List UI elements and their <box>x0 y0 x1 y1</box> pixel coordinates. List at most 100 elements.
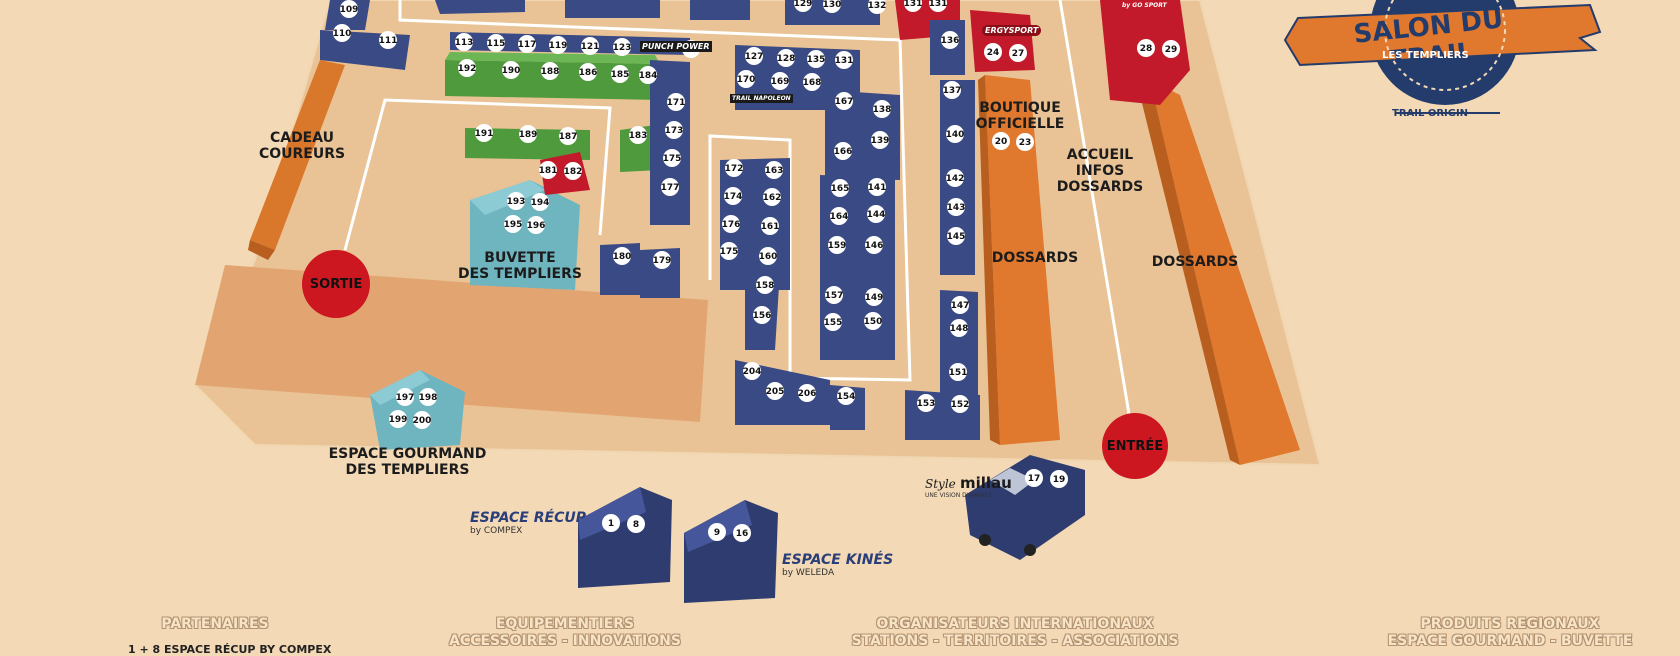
stand-number-182: 182 <box>564 167 583 177</box>
stand-number-158: 158 <box>756 281 775 291</box>
stand-number-187: 187 <box>559 132 578 142</box>
brand-punch-power: PUNCH POWER <box>640 41 712 52</box>
stand-number-117: 117 <box>518 40 537 50</box>
stand-number-162: 162 <box>763 193 782 203</box>
stand-marker-192 <box>458 59 476 77</box>
stand-marker-196 <box>527 216 545 234</box>
stand-marker-128 <box>777 49 795 67</box>
stand-number-17: 17 <box>1028 474 1041 484</box>
stand-marker-165 <box>831 179 849 197</box>
stand-number-199: 199 <box>389 415 408 425</box>
stand-marker-119 <box>549 36 567 54</box>
stand-number-139: 139 <box>871 136 890 146</box>
label-buvette-line2: DES TEMPLIERS <box>457 266 582 282</box>
dossards-building-2 <box>1150 80 1300 465</box>
stand-marker-175b <box>720 242 738 260</box>
logo-origin: TRAIL ORIGIN <box>1392 108 1469 119</box>
stand-number-176: 176 <box>722 220 741 230</box>
stand-marker-173 <box>665 121 683 139</box>
stand-marker-130 <box>823 0 841 13</box>
stand-number-184: 184 <box>639 71 658 81</box>
stand-marker-16 <box>733 524 751 542</box>
stand-number-185: 185 <box>611 70 630 80</box>
stand-number-130: 130 <box>823 0 842 10</box>
stand-number-24: 24 <box>987 48 1000 58</box>
stand-marker-143 <box>947 198 965 216</box>
brand-espace-kines: ESPACE KINÉS by WELEDA <box>782 552 893 578</box>
label-boutique: BOUTIQUE OFFICIELLE <box>970 100 1070 132</box>
label-cadeau-coureurs: CADEAU COUREURS <box>252 130 352 162</box>
stand-marker-24 <box>984 43 1002 61</box>
stand-number-148: 148 <box>950 324 969 334</box>
label-gourmand-line1: ESPACE GOURMAND <box>328 446 487 462</box>
stand-number-19: 19 <box>1053 475 1066 485</box>
stand-marker-8 <box>627 515 645 533</box>
stand-marker-166 <box>834 142 852 160</box>
label-boutique-line1: BOUTIQUE <box>979 100 1061 116</box>
stand-number-8: 8 <box>633 520 639 530</box>
logo-subtitle: LES TEMPLIERS <box>1382 50 1469 61</box>
stand-marker-117 <box>518 35 536 53</box>
stand-marker-150 <box>864 312 882 330</box>
brand-millau-sub: UNE VISION D'AVANCE <box>925 492 993 499</box>
stand-number-115: 115 <box>487 39 506 49</box>
stand-marker-200 <box>413 411 431 429</box>
stand-number-169: 169 <box>771 77 790 87</box>
stand-marker-197 <box>396 388 414 406</box>
stand-number-145: 145 <box>947 232 966 242</box>
stand-number-180: 180 <box>613 252 632 262</box>
label-accueil-line2: INFOS <box>1075 163 1125 179</box>
stand-number-157: 157 <box>825 291 844 301</box>
footer-equip-line2: ACCESSOIRES - INNOVATIONS <box>449 633 681 649</box>
stand-number-175b: 175 <box>720 247 739 257</box>
stand-marker-185 <box>611 65 629 83</box>
brand-recup-by: by COMPEX <box>470 526 523 536</box>
stand-number-192: 192 <box>458 64 477 74</box>
stand-number-174: 174 <box>724 192 743 202</box>
label-buvette-line1: BUVETTE <box>484 250 556 266</box>
stand-number-27: 27 <box>1012 49 1025 59</box>
stand-number-119: 119 <box>549 41 568 51</box>
stand-marker-144 <box>867 205 885 223</box>
stand-marker-111 <box>379 31 397 49</box>
stand-number-138: 138 <box>873 105 892 115</box>
stand-marker-19 <box>1050 470 1068 488</box>
stand-number-153: 153 <box>917 399 936 409</box>
stand-marker-204 <box>743 362 761 380</box>
stand-marker-149 <box>865 288 883 306</box>
brand-recup-title: ESPACE RÉCUP <box>470 510 586 526</box>
stand-marker-189 <box>519 125 537 143</box>
stand-marker-147 <box>951 296 969 314</box>
stand-number-146: 146 <box>865 241 884 251</box>
stand-number-113: 113 <box>455 38 474 48</box>
stand-marker-135 <box>807 50 825 68</box>
stand-marker-141 <box>868 178 886 196</box>
stand-marker-194 <box>531 193 549 211</box>
stand-marker-137 <box>943 81 961 99</box>
label-accueil-line3: DOSSARDS <box>1056 179 1144 195</box>
stand-marker-154 <box>837 387 855 405</box>
stand-marker-158 <box>756 276 774 294</box>
label-buvette: BUVETTE DES TEMPLIERS <box>450 250 590 282</box>
stand-marker-156 <box>753 306 771 324</box>
stand-number-177: 177 <box>661 183 680 193</box>
brand-trail-napoleon: TRAIL NAPOLEON <box>730 94 793 103</box>
stand-number-131b: 131 <box>904 0 923 9</box>
stand-number-147: 147 <box>951 301 970 311</box>
stand-marker-131b <box>904 0 922 12</box>
stand-marker-206 <box>798 384 816 402</box>
stand-number-164: 164 <box>830 212 849 222</box>
stand-number-144: 144 <box>867 210 886 220</box>
stand-marker-139 <box>871 131 889 149</box>
stand-number-123: 123 <box>613 43 632 53</box>
stand-number-23: 23 <box>1019 138 1032 148</box>
label-gourmand-line2: DES TEMPLIERS <box>345 462 470 478</box>
label-dossards-2: DOSSARDS <box>1151 254 1239 270</box>
footer-produits-line1: PRODUITS REGIONAUX <box>1420 616 1600 632</box>
stand-number-196: 196 <box>527 221 546 231</box>
stand-marker-174 <box>724 187 742 205</box>
label-boutique-line2: OFFICIELLE <box>975 116 1065 132</box>
stand-number-20: 20 <box>995 137 1008 147</box>
stand-number-181: 181 <box>539 166 558 176</box>
stand-number-109: 109 <box>340 5 359 15</box>
